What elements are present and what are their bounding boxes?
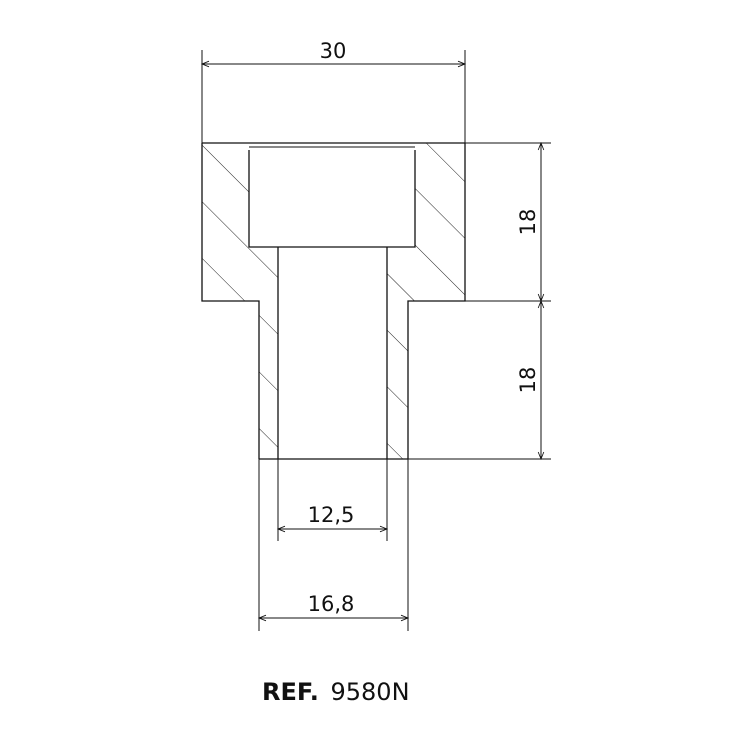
dimension-label-outer-diameter: 16,8 xyxy=(308,592,355,616)
dimension-label-width: 30 xyxy=(320,39,347,63)
dimension-inner-diameter: 12,5 xyxy=(276,459,389,541)
dimension-heights: 18 18 xyxy=(408,141,551,461)
part-outline xyxy=(201,142,466,460)
dimension-label-lower-height: 18 xyxy=(516,367,540,394)
dimension-overall-width: 30 xyxy=(200,39,467,143)
reference-label: REF. xyxy=(262,678,319,706)
reference-text: REF. 9580N xyxy=(262,678,410,706)
dimension-outer-diameter: 16,8 xyxy=(257,459,410,631)
reference-number: 9580N xyxy=(331,678,410,706)
dimension-label-inner-diameter: 12,5 xyxy=(308,503,355,527)
dimension-label-upper-height: 18 xyxy=(516,209,540,236)
